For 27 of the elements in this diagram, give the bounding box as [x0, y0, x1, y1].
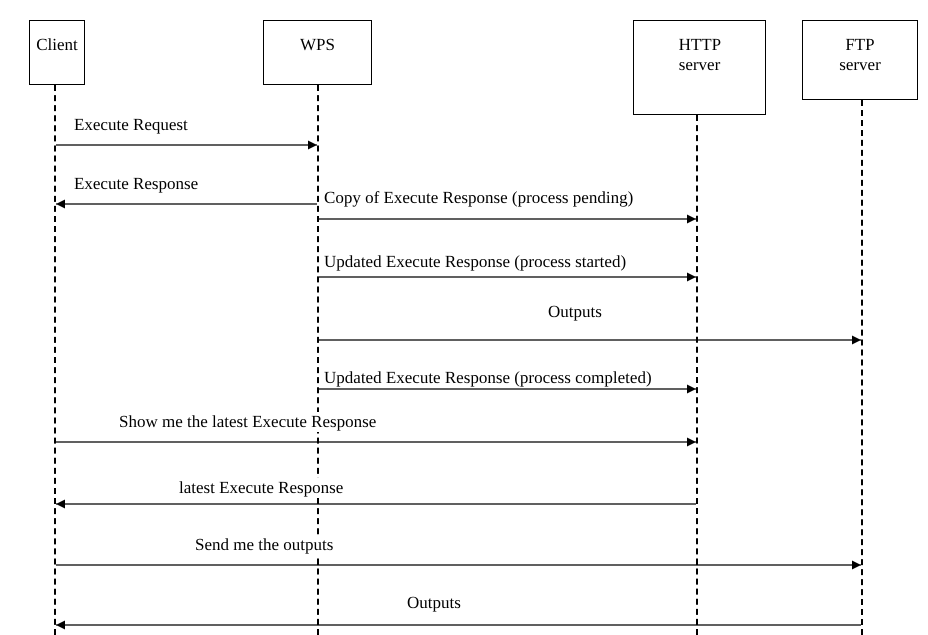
message-arrow: [56, 140, 317, 150]
participant-box: [263, 20, 372, 85]
message-arrow: [56, 560, 861, 570]
participant-name: HTTP server: [678, 35, 722, 75]
message-arrow: [56, 200, 317, 208]
lifeline: [696, 115, 698, 635]
participant-box: [633, 20, 766, 115]
edge-label: Updated Execute Response (process started): [322, 252, 628, 272]
participant-name: FTP server: [838, 35, 882, 75]
message-arrow: [319, 384, 696, 394]
edge-label: latest Execute Response: [177, 478, 346, 498]
edge-label: Copy of Execute Response (process pending): [322, 188, 636, 208]
participant-box: [29, 20, 85, 85]
message-arrow: [56, 620, 861, 630]
edge-label: Updated Execute Response (process completed): [322, 368, 654, 388]
message-arrow: [56, 438, 696, 446]
lifeline: [54, 85, 56, 635]
message-arrow: [319, 336, 861, 344]
message-arrow: [319, 272, 696, 282]
participant-name: Client: [35, 35, 79, 55]
message-arrow: [56, 500, 696, 508]
edge-label: Send me the outputs: [193, 535, 336, 555]
lifeline: [861, 100, 863, 635]
message-arrow: [319, 214, 696, 224]
participant-name: WPS: [299, 35, 336, 55]
edge-label: Show me the latest Execute Response: [117, 412, 378, 432]
participant-box: [802, 20, 918, 100]
